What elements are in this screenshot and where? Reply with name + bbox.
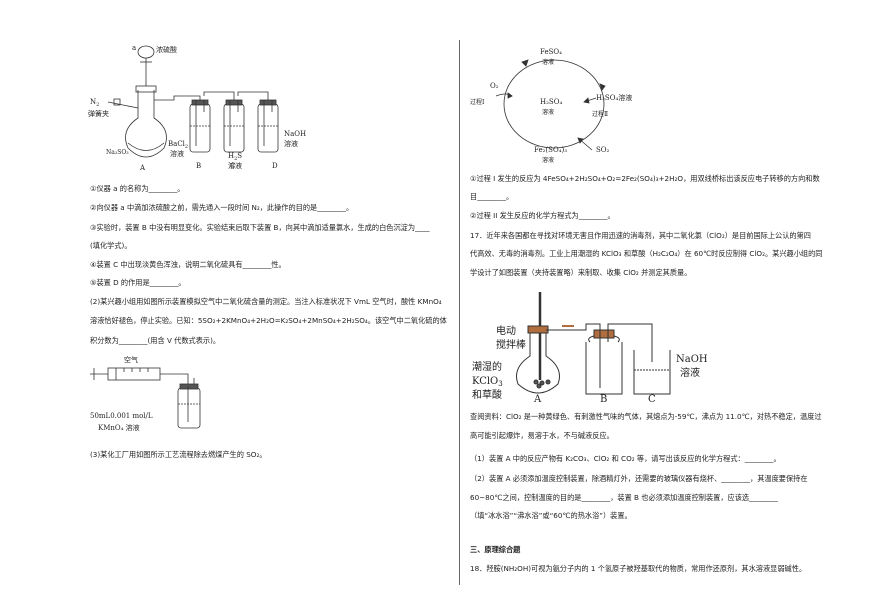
label-kmno4-conc: 50mL0.001 mol/L (90, 412, 153, 420)
label-wet-1: 潮湿的 (472, 360, 502, 373)
label-h2s: H2S (228, 152, 242, 162)
q1-instrument-name: ①仪器 a 的名称为________。 (90, 184, 185, 193)
label-b: B (600, 394, 607, 405)
label-feso4-solution: 溶液 (542, 58, 554, 66)
label-fe2so43-solution: 溶液 (542, 156, 554, 164)
label-air: 空气 (124, 355, 138, 364)
part3-intro: (3)某化工厂用如图所示工艺流程除去燃煤产生的 SO₂。 (90, 450, 267, 459)
label-naoh-solution: 溶液 (284, 139, 298, 148)
figure-syringe-apparatus: 空气 50mL0.001 mol/L KMnO₄ 溶液 (90, 355, 201, 432)
part2-intro: (2)某兴趣小组用如图所示装置模拟空气中二氧化硫含量的测定。当注入标准状况下 V… (90, 297, 442, 306)
label-h2s-solution: 溶液 (228, 161, 242, 170)
label-conc-sulfuric: 浓硫酸 (156, 45, 177, 54)
section-heading: 三、原理综合题 (470, 545, 521, 554)
process1-equation: ①过程 I 发生的反应为 4FeSO₄+2H₂SO₄+O₂=2Fe₂(SO₄)₃… (470, 174, 820, 183)
label-fe2so43: Fe₂(SO₄)₃ (534, 146, 567, 154)
label-motor-2: 搅拌棒 (496, 338, 526, 351)
label-so2: SO₂ (596, 146, 610, 154)
label-h2so4-left: H₂SO₄ (540, 98, 562, 106)
label-naoh: NaOH (284, 130, 306, 138)
label-h2so4-left-solution: 溶液 (542, 108, 554, 116)
label-naoh-solution: 溶液 (680, 366, 700, 379)
label-bacl2-solution: 溶液 (170, 149, 184, 158)
label-motor-1: 电动 (496, 324, 516, 337)
q3-formula-note: (填化学式)。 (90, 241, 132, 250)
label-feso4: FeSO₄ (540, 48, 562, 56)
label-bacl2: BaCl2 (168, 140, 188, 150)
label-wet-2: KClO3 (472, 376, 503, 388)
label-letter-c: C (230, 162, 235, 170)
q17-part2: （2）装置 A 必须添加温度控制装置，除酒精灯外，还需要的玻璃仪器有烧杯、___… (470, 474, 808, 483)
label-a: A (533, 394, 542, 405)
q17-intro: 17．近年来各国都在寻找对环境无害且作用迅速的消毒剂，其中二氧化氯（ClO₂）是… (470, 231, 811, 240)
label-spring-clamp: 弹簧夹 (88, 109, 109, 118)
q5-device-d: ⑤装置 D 的作用是________。 (90, 278, 186, 287)
label-c: C (648, 394, 656, 405)
process2-equation: ②过程 II 发生反应的化学方程式为________。 (470, 211, 615, 220)
label-h2so4-right: H₂SO₄溶液 (596, 93, 632, 102)
figure-so2-apparatus: a 浓硫酸 N2 弹簧夹 Na₂SO₃ BaCl2 溶液 H2S 溶液 NaOH… (88, 44, 306, 172)
part2-equation: 溶液恰好褪色，停止实验。已知：5SO₂+2KMnO₄+2H₂O=K₂SO₄+2M… (90, 316, 447, 325)
column-divider (459, 40, 460, 585)
q2-n2-purpose: ②向仪器 a 中滴加浓硫酸之前，需先通入一段时间 N₂，此操作的目的是_____… (90, 203, 354, 212)
label-process-2: 过程Ⅱ (592, 110, 608, 118)
label-o2: O₂ (490, 82, 499, 90)
q17-intro-2: 代高效、无毒的消毒剂。工业上用潮湿的 KClO₃ 和草酸（H₂C₂O₄）在 60… (470, 249, 823, 258)
label-na2so3: Na₂SO₃ (106, 149, 129, 156)
figure-fe-cycle: FeSO₄ 溶液 O₂ 过程Ⅰ H₂SO₄ 溶液 H₂SO₄溶液 过程Ⅱ SO₂… (470, 48, 632, 164)
label-letter-b: B (196, 162, 201, 170)
label-letter-a: A (139, 164, 146, 172)
label-letter-d: D (272, 162, 278, 170)
q18-intro: 18．羟胺(NH₂OH)可视为氨分子内的 1 个氢原子被羟基取代的物质，常用作还… (470, 564, 807, 573)
reference-info-2: 高可能引起爆炸，易溶于水，不与碱液反应。 (470, 431, 614, 440)
part2-volume-fraction: 积分数为________(用含 V 代数式表示)。 (90, 336, 221, 345)
q17-intro-3: 学设计了如图装置（夹持装置略）来制取、收集 ClO₂ 并测定其质量。 (470, 268, 692, 277)
label-kmno4-solution: KMnO₄ 溶液 (98, 423, 140, 432)
process1-equation-cont: 目________。 (470, 192, 514, 201)
label-wet-3: 和草酸 (472, 388, 502, 401)
q17-part1: （1）装置 A 中的反应产物有 K₂CO₃、ClO₂ 和 CO₂ 等，请写出该反… (470, 454, 781, 463)
q17-part2-cont-2: （填“冰水浴”“沸水浴”或“60℃的热水浴”）装置。 (470, 511, 632, 520)
q3-precipitate: ③实验时，装置 B 中没有明显变化。实验结束后取下装置 B，向其中滴加适量氯水，… (90, 223, 430, 232)
label-process-1: 过程Ⅰ (470, 98, 485, 106)
figure-clo2-apparatus: 电动 搅拌棒 潮湿的 KClO3 和草酸 NaOH 溶液 A B C (472, 292, 708, 405)
q17-part2-cont: 60~80℃之间，控制温度的目的是________，装置 B 也必须添加温度控制… (470, 493, 778, 502)
label-n2: N2 (90, 98, 99, 108)
label-naoh: NaOH (676, 354, 708, 365)
label-a: a (132, 44, 136, 52)
reference-info: 查阅资料：ClO₂ 是一种黄绿色、有刺激性气味的气体，其熔点为-59℃，沸点为 … (470, 412, 822, 421)
q4-property: ④装置 C 中出现淡黄色浑浊，说明二氧化硫具有________性。 (90, 260, 286, 269)
